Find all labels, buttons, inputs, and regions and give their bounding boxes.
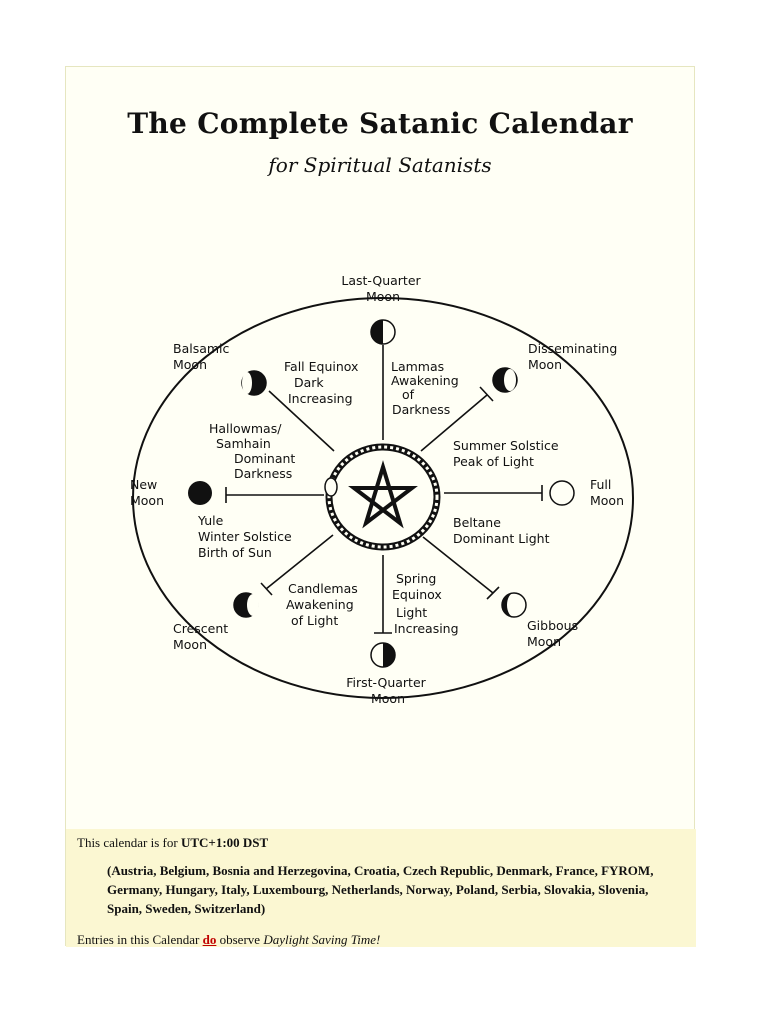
spoke-bottom-right bbox=[422, 536, 494, 594]
spoke-top-left bbox=[268, 390, 335, 452]
do-link[interactable]: do bbox=[202, 932, 217, 947]
full-moon-icon bbox=[549, 480, 575, 506]
first-quarter-moon-icon bbox=[370, 642, 396, 668]
page-subtitle: for Spiritual Satanists bbox=[268, 153, 492, 177]
label-spring-equinox: Spring Equinox Light Increasing bbox=[392, 571, 459, 636]
dst-note: Entries in this Calendar do observe Dayl… bbox=[77, 932, 381, 947]
calendar-page: The Complete Satanic Calendar for Spirit… bbox=[65, 66, 696, 947]
label-beltane: Beltane Dominant Light bbox=[453, 515, 550, 546]
label-disseminating: Disseminating Moon bbox=[528, 341, 621, 372]
page-title: The Complete Satanic Calendar bbox=[127, 107, 633, 140]
last-quarter-moon-icon bbox=[370, 319, 396, 345]
timezone-value: UTC+1:00 DST bbox=[180, 835, 269, 850]
label-crescent: Crescent Moon bbox=[173, 621, 232, 652]
label-first-quarter: First-Quarter Moon bbox=[346, 675, 430, 706]
new-moon-icon bbox=[188, 481, 212, 505]
timezone-info: This calendar is for UTC+1:00 DST (Austr… bbox=[66, 829, 696, 947]
country-list: (Austria, Belgium, Bosnia and Herzegovin… bbox=[107, 863, 654, 916]
balsamic-moon-icon bbox=[241, 370, 267, 396]
pentagram-icon bbox=[348, 460, 418, 529]
ouroboros-icon bbox=[324, 443, 441, 551]
label-hallowmas: Hallowmas/ Samhain Dominant Darkness bbox=[209, 421, 299, 481]
wheel-circle bbox=[132, 297, 634, 699]
label-candlemas: Candlemas Awakening of Light bbox=[286, 581, 362, 628]
spoke-bottom-left bbox=[265, 534, 334, 590]
label-yule: Yule Winter Solstice Birth of Sun bbox=[197, 513, 296, 560]
label-gibbous: Gibbous Moon bbox=[527, 618, 582, 649]
label-last-quarter: Last-Quarter Moon bbox=[341, 273, 424, 304]
spoke-top-right bbox=[420, 394, 488, 452]
label-balsamic: Balsamic Moon bbox=[173, 341, 233, 372]
label-summer-solstice: Summer Solstice Peak of Light bbox=[453, 438, 563, 469]
label-lammas: Lammas Awakening of Darkness bbox=[391, 359, 463, 417]
wheel-of-the-year-diagram: Last-Quarter Moon Disseminating Moon Ful… bbox=[130, 273, 634, 706]
disseminating-moon-icon bbox=[492, 367, 518, 393]
label-new: New Moon bbox=[130, 477, 164, 508]
crescent-moon-icon bbox=[233, 592, 259, 618]
timezone-line: This calendar is for UTC+1:00 DST bbox=[77, 835, 269, 850]
gibbous-moon-icon bbox=[501, 592, 527, 618]
label-full: Full Moon bbox=[590, 477, 624, 508]
label-fall-equinox: Fall Equinox Dark Increasing bbox=[284, 359, 362, 406]
